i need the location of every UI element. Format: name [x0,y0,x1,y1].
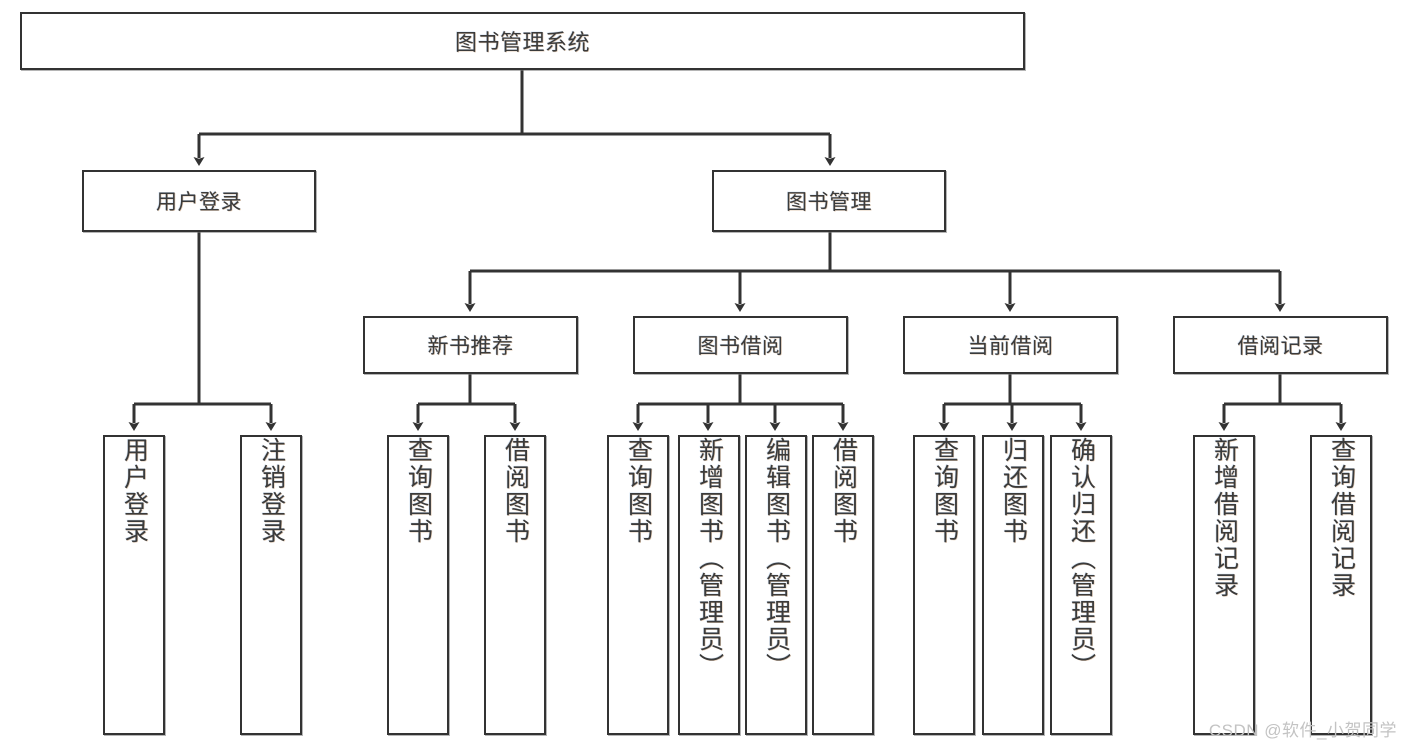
leaf-add-book-label: 新增图书（管理员） [695,437,724,680]
leaf-add-borrow-record-label: 新增借阅记录 [1210,437,1239,599]
node-book-borrow[interactable]: 图书借阅 [633,316,848,374]
leaf-add-borrow-record[interactable]: 新增借阅记录 [1193,435,1255,735]
leaf-borrow-book-1-label: 借阅图书 [501,437,530,545]
watermark: CSDN @软件_小贺同学 [1208,721,1397,740]
leaf-add-book[interactable]: 新增图书（管理员） [678,435,740,735]
leaf-user-login-label: 用户登录 [120,437,149,545]
leaf-edit-book[interactable]: 编辑图书（管理员） [745,435,807,735]
node-book-manage[interactable]: 图书管理 [712,170,946,232]
leaf-query-borrow-record[interactable]: 查询借阅记录 [1310,435,1372,735]
node-book-manage-label: 图书管理 [786,191,872,214]
leaf-user-login[interactable]: 用户登录 [103,435,165,735]
leaf-return-book[interactable]: 归还图书 [982,435,1044,735]
node-borrow-record[interactable]: 借阅记录 [1173,316,1388,374]
node-borrow-record-label: 借阅记录 [1237,335,1324,358]
leaf-query-book-1-label: 查询图书 [404,437,433,545]
leaf-query-book-2-label: 查询图书 [624,437,653,545]
node-new-book-recommend-label: 新书推荐 [427,335,514,358]
node-root[interactable]: 图书管理系统 [20,12,1025,70]
leaf-query-book-2[interactable]: 查询图书 [607,435,669,735]
node-user-login[interactable]: 用户登录 [82,170,316,232]
leaf-user-logout[interactable]: 注销登录 [240,435,302,735]
leaf-edit-book-label: 编辑图书（管理员） [762,437,791,680]
leaf-borrow-book-2[interactable]: 借阅图书 [812,435,874,735]
leaf-query-book-1[interactable]: 查询图书 [387,435,449,735]
node-root-label: 图书管理系统 [454,30,590,55]
node-current-borrow-label: 当前借阅 [967,335,1054,358]
leaf-query-borrow-record-label: 查询借阅记录 [1327,437,1356,599]
leaf-confirm-return[interactable]: 确认归还（管理员） [1050,435,1112,735]
leaf-query-book-3-label: 查询图书 [930,437,959,545]
leaf-return-book-label: 归还图书 [999,437,1028,545]
leaf-user-logout-label: 注销登录 [257,437,286,545]
leaf-query-book-3[interactable]: 查询图书 [913,435,975,735]
leaf-confirm-return-label: 确认归还（管理员） [1067,437,1096,680]
node-new-book-recommend[interactable]: 新书推荐 [363,316,578,374]
leaf-borrow-book-1[interactable]: 借阅图书 [484,435,546,735]
leaf-borrow-book-2-label: 借阅图书 [829,437,858,545]
node-current-borrow[interactable]: 当前借阅 [903,316,1118,374]
node-user-login-label: 用户登录 [156,191,242,214]
node-book-borrow-label: 图书借阅 [697,335,784,358]
